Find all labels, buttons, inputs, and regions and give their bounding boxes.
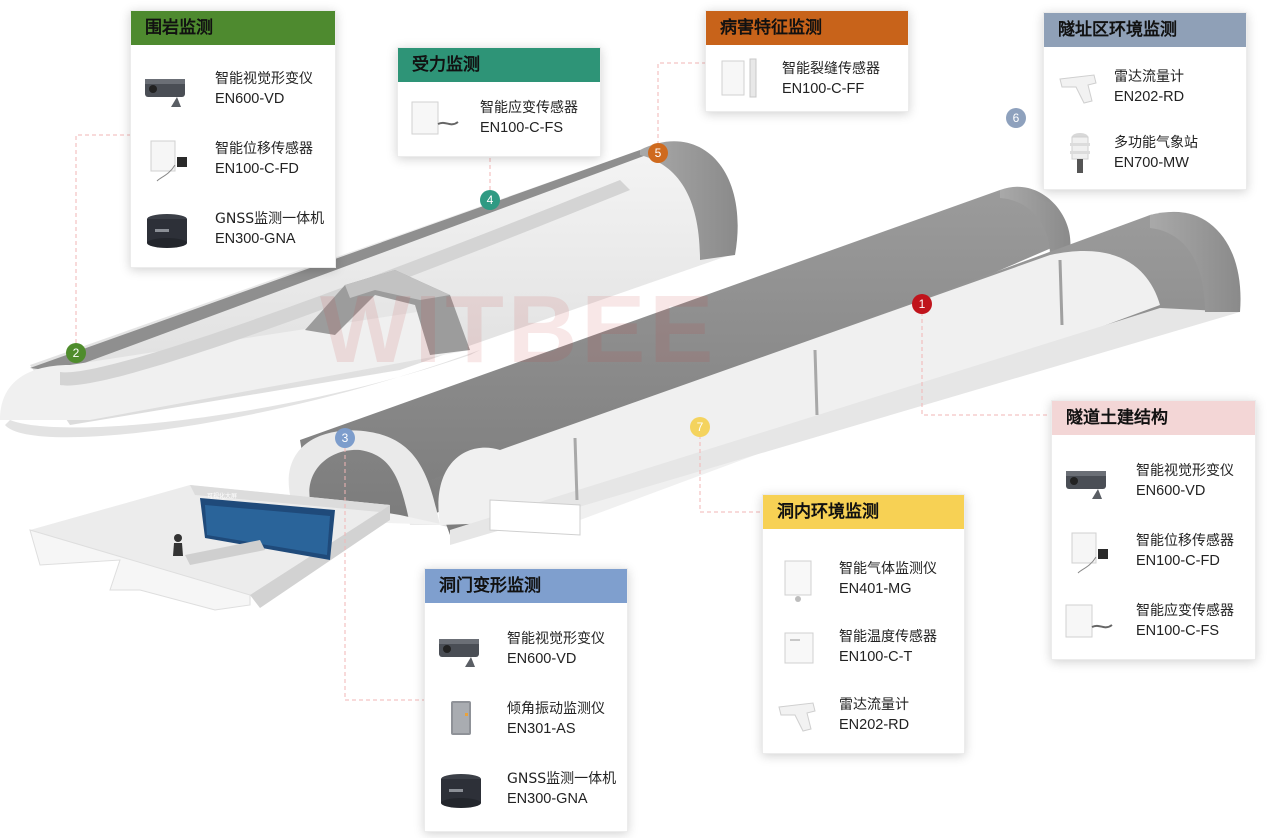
device-name: 智能位移传感器	[1136, 533, 1234, 549]
device-model: EN700-MW	[1114, 155, 1189, 171]
device-item: 智能视觉形变仪 EN600-VD	[131, 61, 335, 121]
marker-5: 5	[648, 143, 668, 163]
marker-3: 3	[335, 428, 355, 448]
marker-2: 2	[66, 343, 86, 363]
card-title: 围岩监测	[131, 11, 335, 45]
displacement-sensor-icon	[1071, 532, 1108, 574]
strain-sensor-icon	[411, 101, 459, 135]
device-name: GNSS监测一体机	[215, 211, 325, 227]
device-item: 智能位移传感器 EN100-C-FD	[1052, 523, 1255, 583]
device-model: EN300-GNA	[507, 791, 588, 807]
device-item: 智能视觉形变仪 EN600-VD	[425, 621, 627, 681]
device-name: 多功能气象站	[1114, 135, 1198, 151]
marker-7: 7	[690, 417, 710, 437]
device-name: 雷达流量计	[1114, 69, 1184, 85]
device-item: 雷达流量计 EN202-RD	[1044, 59, 1246, 119]
device-model: EN202-RD	[1114, 89, 1185, 105]
crack-sensor-icon	[721, 58, 757, 98]
card-stress-monitoring: 受力监测 智能应变传感器 EN100-C-FS	[397, 47, 601, 157]
displacement-sensor-icon	[150, 140, 187, 182]
marker-6: 6	[1006, 108, 1026, 128]
device-model: EN600-VD	[215, 91, 285, 107]
device-model: EN401-MG	[839, 581, 912, 597]
marker-1: 1	[912, 294, 932, 314]
card-tunnel-civil-structure: 隧道土建结构 智能视觉形变仪 EN600-VD 智能位移传感器 EN100-C-FD…	[1051, 400, 1256, 660]
device-item: 智能应变传感器 EN100-C-FS	[398, 90, 600, 150]
card-defect-feature-monitoring: 病害特征监测 智能裂缝传感器 EN100-C-FF	[705, 10, 909, 112]
marker-4: 4	[480, 190, 500, 210]
gas-monitor-icon	[784, 560, 812, 602]
card-portal-deformation-monitoring: 洞门变形监测 智能视觉形变仪 EN600-VD 倾角振动监测仪 EN301-AS G…	[424, 568, 628, 832]
device-name: 智能应变传感器	[1136, 603, 1234, 619]
strain-sensor-icon	[1065, 604, 1113, 638]
device-name: 智能位移传感器	[215, 141, 313, 157]
device-item: 多功能气象站 EN700-MW	[1044, 125, 1246, 185]
device-name: 智能温度传感器	[839, 629, 937, 645]
tilt-vibration-icon	[451, 701, 471, 735]
device-name: GNSS监测一体机	[507, 771, 617, 787]
device-item: 智能温度传感器 EN100-C-T	[763, 619, 964, 679]
device-item: 智能气体监测仪 EN401-MG	[763, 551, 964, 611]
device-item: GNSS监测一体机 EN300-GNA	[131, 201, 335, 261]
left-tunnel	[0, 141, 738, 438]
control-room	[29, 485, 390, 611]
card-title: 病害特征监测	[706, 11, 908, 45]
device-model: EN300-GNA	[215, 231, 296, 247]
card-title: 受力监测	[398, 48, 600, 82]
card-title: 隧址区环境监测	[1044, 13, 1246, 47]
device-name: 雷达流量计	[839, 697, 909, 713]
card-tunnel-site-environment-monitoring: 隧址区环境监测 雷达流量计 EN202-RD 多功能气象站 EN700-MW	[1043, 12, 1247, 190]
card-surrounding-rock-monitoring: 围岩监测 智能视觉形变仪 EN600-VD 智能位移传感器 EN100-C-FD G…	[130, 10, 336, 268]
device-model: EN100-C-FS	[1136, 623, 1219, 639]
device-name: 智能视觉形变仪	[507, 631, 605, 647]
radar-flowmeter-icon	[1059, 74, 1097, 104]
gnss-receiver-icon	[147, 214, 187, 248]
device-model: EN202-RD	[839, 717, 910, 733]
device-model: EN100-C-FF	[782, 81, 865, 97]
device-item: 倾角振动监测仪 EN301-AS	[425, 691, 627, 751]
right-tunnel	[430, 211, 1241, 545]
device-item: 智能位移传感器 EN100-C-FD	[131, 131, 335, 191]
temperature-sensor-icon	[784, 632, 814, 664]
device-item: 智能裂缝传感器 EN100-C-FF	[706, 51, 908, 111]
camera-icon	[439, 639, 479, 667]
device-model: EN100-C-FS	[480, 120, 563, 136]
device-item: 智能应变传感器 EN100-C-FS	[1052, 593, 1255, 653]
device-name: 倾角振动监测仪	[507, 701, 605, 717]
card-title: 洞内环境监测	[763, 495, 964, 529]
device-model: EN600-VD	[507, 651, 577, 667]
device-item: 智能视觉形变仪 EN600-VD	[1052, 453, 1255, 513]
device-item: 雷达流量计 EN202-RD	[763, 687, 964, 747]
card-title: 洞门变形监测	[425, 569, 627, 603]
device-name: 智能视觉形变仪	[1136, 463, 1234, 479]
device-model: EN100-C-FD	[215, 161, 299, 177]
device-item: GNSS监测一体机 EN300-GNA	[425, 761, 627, 821]
gnss-receiver-icon	[441, 774, 481, 808]
camera-icon	[145, 79, 185, 107]
device-name: 智能气体监测仪	[839, 561, 937, 577]
device-model: EN100-C-FD	[1136, 553, 1220, 569]
card-title: 隧道土建结构	[1052, 401, 1255, 435]
device-model: EN100-C-T	[839, 649, 913, 665]
device-name: 智能裂缝传感器	[782, 61, 880, 77]
radar-flowmeter-icon	[778, 702, 816, 732]
leader-lines	[75, 62, 1050, 701]
weather-station-icon	[1070, 133, 1090, 173]
device-model: EN600-VD	[1136, 483, 1206, 499]
control-room-screen-label: 可视化大屏	[207, 493, 238, 500]
device-model: EN301-AS	[507, 721, 576, 737]
camera-icon	[1066, 471, 1106, 499]
device-name: 智能应变传感器	[480, 100, 578, 116]
device-name: 智能视觉形变仪	[215, 71, 313, 87]
